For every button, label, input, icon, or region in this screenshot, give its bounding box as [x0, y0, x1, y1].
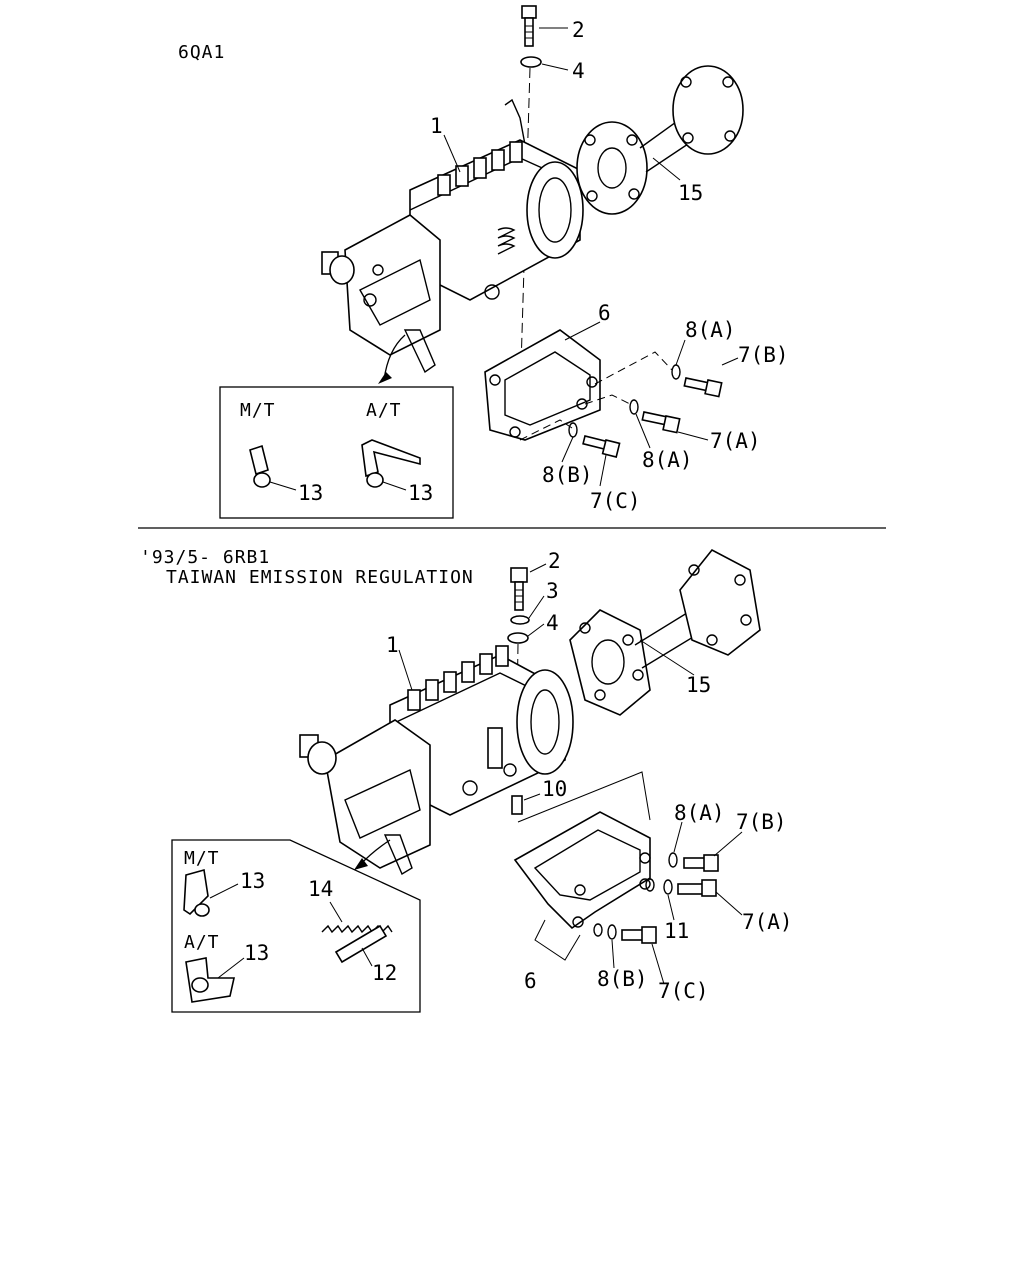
- injection-pump-part-1-top: [321, 98, 584, 374]
- callout-13-at-top: 13: [408, 481, 433, 505]
- inset-arrowhead-top: [378, 372, 392, 384]
- callout-8b-bottom: 8(B): [597, 967, 648, 991]
- callout-15-top: 15: [678, 181, 703, 205]
- spring-washer-part-3: [510, 615, 530, 625]
- callout-8a-mid-top: 8(A): [642, 448, 693, 472]
- callout-3-bottom: 3: [546, 579, 559, 603]
- bolt-7a-bottom: [645, 878, 717, 897]
- callout-2-bottom: 2: [548, 549, 561, 573]
- callout-6-bottom: 6: [524, 969, 537, 993]
- model-label-6qa1: 6QA1: [178, 42, 225, 63]
- drive-shaft-part-15-top: [576, 65, 744, 215]
- callout-4-bottom: 4: [546, 611, 559, 635]
- callout-1-top: 1: [430, 114, 443, 138]
- inset-arrowhead-bottom: [354, 858, 368, 870]
- inset-mt-label-top: M/T: [240, 400, 276, 421]
- bracket-at-part-13-top: [361, 439, 421, 488]
- callout-8b-top: 8(B): [542, 463, 593, 487]
- callout-7a-top: 7(A): [710, 429, 761, 453]
- bolt-7c-top: [568, 422, 621, 458]
- callout-14-bottom: 14: [308, 877, 333, 901]
- bracket-mt-part-13-top: [249, 444, 271, 488]
- header-line2-bottom: TAIWAN EMISSION REGULATION: [166, 567, 474, 588]
- callout-8a-top: 8(A): [685, 318, 736, 342]
- bracket-brace-bottom: [534, 919, 581, 961]
- bolt-part-2-bottom: [510, 567, 528, 611]
- callout-4-top: 4: [572, 59, 585, 83]
- inset-mt-label-bottom: M/T: [184, 848, 220, 869]
- bolt-7a-top: [629, 399, 681, 434]
- callout-7c-bottom: 7(C): [658, 979, 709, 1003]
- leader-dash-7b-top: [594, 351, 673, 385]
- leader-dash-7a-top: [584, 394, 633, 406]
- bracket-at-part-13-bottom: [185, 957, 235, 1003]
- washer-part-4-top: [520, 56, 542, 68]
- inset-box-top: [219, 386, 454, 519]
- pin-part-10: [511, 795, 523, 815]
- callout-2-top: 2: [572, 18, 585, 42]
- callout-13-at-bottom: 13: [244, 941, 269, 965]
- callout-7c-top: 7(C): [590, 489, 641, 513]
- inset-at-label-bottom: A/T: [184, 932, 220, 953]
- callout-1-bottom: 1: [386, 633, 399, 657]
- callout-12-bottom: 12: [372, 961, 397, 985]
- header-line1-bottom: '93/5- 6RB1: [140, 547, 270, 568]
- callout-7b-top: 7(B): [738, 343, 789, 367]
- bolt-7b-bottom: [668, 852, 719, 872]
- callout-11-bottom: 11: [664, 919, 689, 943]
- inset-at-label-top: A/T: [366, 400, 402, 421]
- inset-box-bottom: [171, 839, 421, 1013]
- callout-7a-bottom: 7(A): [742, 910, 793, 934]
- washer-part-4-bottom: [507, 632, 529, 644]
- leader-dash-7c-top: [519, 419, 573, 441]
- bracket-part-6-bottom: [513, 811, 651, 930]
- bolt-7c-bottom: [593, 923, 657, 944]
- callout-7b-bottom: 7(B): [736, 810, 787, 834]
- drive-shaft-part-15-bottom: [569, 548, 761, 716]
- callout-6-top: 6: [598, 301, 611, 325]
- bracket-part-6-top: [484, 329, 601, 441]
- bracket-mt-part-13-bottom: [183, 868, 210, 917]
- callout-13-mt-top: 13: [298, 481, 323, 505]
- callout-13-mt-bottom: 13: [240, 869, 265, 893]
- injection-pump-part-1-bottom: [299, 645, 574, 876]
- callout-10-bottom: 10: [542, 777, 567, 801]
- callout-15-bottom: 15: [686, 673, 711, 697]
- sleeve-part-12: [334, 924, 388, 964]
- bolt-part-2-top: [521, 5, 537, 47]
- bolt-7b-top: [671, 364, 723, 398]
- callout-8a-bottom: 8(A): [674, 801, 725, 825]
- bracket-reference-line: [517, 771, 651, 823]
